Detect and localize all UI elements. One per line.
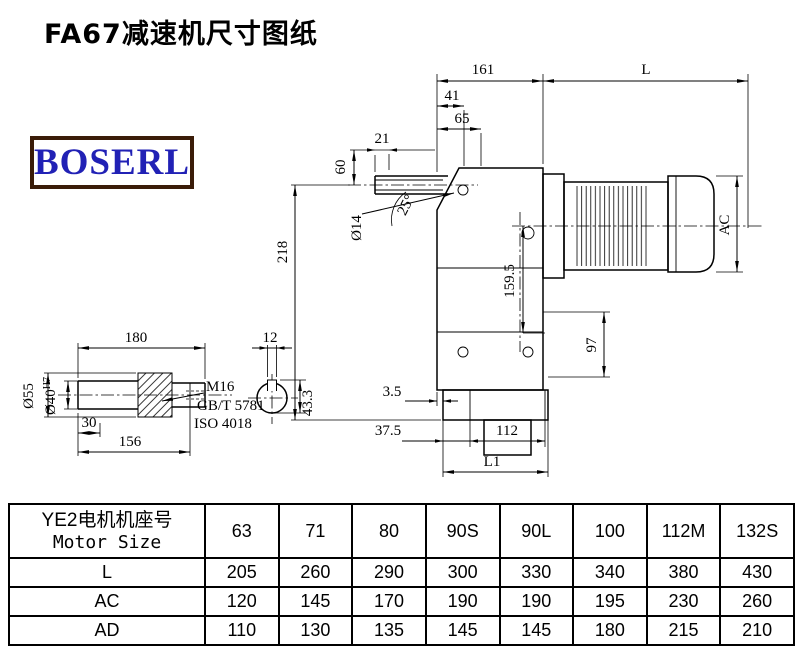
extension-lines [291, 74, 749, 477]
dim-label-L1: L1 [484, 454, 501, 470]
motor-size-header-cell: YE2电机机座号 Motor Size [8, 503, 206, 559]
table-row-L: L 205 260 290 300 330 340 380 430 [8, 557, 795, 588]
dim-label-dia14: Ø14 [349, 215, 365, 241]
value-cell: 190 [424, 586, 501, 617]
dimension-lines [46, 346, 302, 454]
dimension-table: YE2电机机座号 Motor Size 63 71 80 90S 90L 100… [8, 503, 795, 646]
row-label-cell: L [8, 557, 206, 588]
value-cell: 380 [645, 557, 722, 588]
row-label-cell: AD [8, 615, 206, 646]
value-cell: 260 [719, 586, 795, 617]
size-cell: 100 [572, 503, 648, 559]
value-cell: 120 [204, 586, 280, 617]
value-cell: 145 [498, 615, 575, 646]
table-header-row: YE2电机机座号 Motor Size 63 71 80 90S 90L 100… [8, 503, 795, 559]
value-cell: 190 [498, 586, 575, 617]
size-cell: 90L [498, 503, 575, 559]
dimension-labels: 180 12 Ø55 Ø40H7 30 156 43.3 M16 GB/T 57… [21, 330, 316, 450]
value-cell: 145 [277, 586, 354, 617]
motor-size-header-en: Motor Size [52, 532, 162, 554]
size-cell: 90S [424, 503, 501, 559]
dim-label-218: 218 [275, 241, 291, 264]
note-label-m16: M16 [206, 379, 235, 395]
dim-label-dia40h7: Ø40H7 [42, 377, 59, 415]
value-cell: 300 [424, 557, 501, 588]
value-cell: 230 [645, 586, 722, 617]
value-cell: 180 [572, 615, 648, 646]
value-cell: 215 [645, 615, 722, 646]
note-label-iso4018: ISO 4018 [194, 416, 252, 432]
dim-label-156: 156 [119, 434, 142, 450]
value-cell: 110 [204, 615, 280, 646]
size-cell: 112M [645, 503, 722, 559]
dim-label-25deg: 25° [395, 192, 419, 218]
dim-label-97: 97 [584, 337, 600, 353]
value-cell: 260 [277, 557, 354, 588]
boserl-logo-text: BOSERL [33, 142, 191, 183]
dim-label-180: 180 [125, 330, 148, 346]
dimension-labels: 161 L 41 65 21 60 Ø14 25° 218 159.5 AC 9… [275, 62, 733, 470]
value-cell: 430 [719, 557, 795, 588]
dim-label-h7-tolerance: H7 [42, 377, 53, 389]
size-cell: 71 [277, 503, 354, 559]
size-cell: 132S [719, 503, 795, 559]
dim-label-60: 60 [333, 160, 349, 175]
note-label-gbt5781: GB/T 5781 [197, 398, 265, 414]
size-cell: 80 [351, 503, 427, 559]
extension-lines [44, 343, 306, 456]
shaft-detail-drawing: 180 12 Ø55 Ø40H7 30 156 43.3 M16 GB/T 57… [21, 330, 316, 456]
dim-label-L: L [641, 62, 650, 78]
motor-size-header-cn: YE2电机机座号 [41, 509, 173, 531]
dim-label-159-5: 159.5 [502, 264, 518, 298]
dim-label-21: 21 [375, 131, 390, 147]
main-drawing: 161 L 41 65 21 60 Ø14 25° 218 159.5 AC 9… [275, 62, 762, 477]
table-row-AC: AC 120 145 170 190 190 195 230 260 [8, 586, 795, 617]
size-cell: 63 [204, 503, 280, 559]
value-cell: 340 [572, 557, 648, 588]
value-cell: 195 [572, 586, 648, 617]
dim-label-12: 12 [263, 330, 278, 346]
table-row-AD: AD 110 130 135 145 145 180 215 210 [8, 615, 795, 646]
motor-outline [542, 173, 715, 279]
dim-label-161: 161 [472, 62, 495, 78]
dim-label-dia40: Ø40 [43, 389, 59, 415]
page-title: FA67减速机尺寸图纸 [44, 19, 318, 50]
value-cell: 170 [351, 586, 427, 617]
dimension-lines [293, 79, 748, 474]
gearbox-outline [374, 167, 549, 456]
value-cell: 130 [277, 615, 354, 646]
value-cell: 290 [351, 557, 427, 588]
value-cell: 145 [424, 615, 501, 646]
dim-label-AC: AC [717, 215, 733, 236]
dim-label-41: 41 [445, 88, 460, 104]
value-cell: 205 [204, 557, 280, 588]
value-cell: 210 [719, 615, 795, 646]
dim-label-dia55: Ø55 [21, 383, 37, 409]
row-label-cell: AC [8, 586, 206, 617]
dim-label-112: 112 [496, 423, 518, 439]
dim-label-30: 30 [82, 415, 97, 431]
shaft-outline [77, 372, 206, 418]
value-cell: 330 [498, 557, 575, 588]
dim-label-37-5: 37.5 [375, 423, 401, 439]
dim-label-3-5: 3.5 [383, 384, 402, 400]
boserl-logo: BOSERL [30, 136, 194, 189]
dim-label-43-3: 43.3 [300, 390, 316, 416]
dim-label-65: 65 [455, 111, 470, 127]
value-cell: 135 [351, 615, 427, 646]
